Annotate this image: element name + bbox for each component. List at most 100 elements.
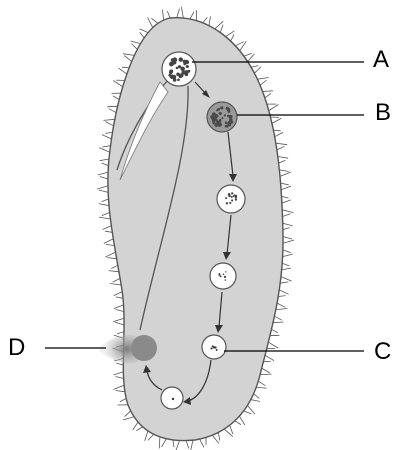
food-particle [225, 271, 226, 272]
cilium [133, 422, 138, 430]
cilium [276, 309, 288, 310]
food-particle [235, 198, 237, 200]
cilium [263, 91, 273, 92]
cilium [123, 417, 134, 420]
cilium [105, 231, 112, 232]
cilium [116, 310, 124, 312]
food-particle [216, 109, 218, 111]
cilium [244, 53, 252, 56]
cilium [102, 163, 109, 166]
food-particle [219, 275, 221, 277]
cilium [281, 186, 291, 190]
food-particle [169, 62, 174, 67]
food-particle [231, 192, 233, 194]
food-particle [179, 58, 182, 61]
cilium [106, 244, 114, 245]
cilium [278, 296, 285, 297]
food-particle [228, 195, 230, 197]
cilium [181, 7, 183, 18]
cilium [260, 80, 267, 85]
cilium [113, 385, 124, 389]
food-particle [214, 346, 216, 348]
food-particle [229, 115, 233, 119]
cilium [254, 394, 260, 399]
cilium [220, 25, 223, 33]
cilium [113, 81, 123, 87]
cilium [117, 332, 124, 334]
cilium [116, 297, 123, 298]
cilium [279, 160, 286, 163]
cilium [273, 130, 280, 131]
cilium [113, 318, 124, 322]
cilium [116, 377, 124, 379]
food-particle [212, 345, 214, 347]
cilium [281, 277, 292, 282]
cilium [105, 252, 115, 257]
food-particle [221, 117, 223, 119]
cilium [100, 159, 109, 161]
food-particle [183, 71, 187, 75]
cilium [279, 170, 288, 172]
food-particle [225, 279, 227, 281]
cilium [118, 68, 127, 74]
cilium [282, 210, 293, 213]
food-vacuole-a [162, 52, 196, 86]
cilium [111, 265, 118, 268]
cilium [167, 11, 170, 18]
food-particle [218, 120, 221, 123]
food-particle [226, 202, 228, 204]
label-d: D [8, 336, 25, 360]
food-particle [228, 193, 230, 195]
food-vacuole-b [207, 102, 237, 132]
food-particle [224, 276, 226, 278]
cilium [260, 374, 272, 375]
cilium [102, 146, 110, 147]
cilium [265, 94, 271, 98]
food-particle [210, 347, 212, 349]
cilium [120, 398, 126, 402]
cilium [102, 135, 112, 139]
cilium [244, 411, 252, 414]
cilium [140, 32, 145, 38]
cilium [102, 199, 109, 202]
cilium [131, 44, 137, 50]
cilium [116, 363, 123, 365]
cilium [151, 18, 158, 23]
cilium [276, 143, 287, 145]
cilium [239, 416, 244, 425]
cilium [177, 9, 180, 18]
cilium [124, 56, 131, 62]
cilium [209, 16, 211, 25]
cilium [278, 157, 288, 159]
cilium [176, 441, 180, 450]
cilium [191, 440, 193, 450]
cilium [254, 67, 261, 74]
cilium [268, 342, 278, 348]
cilium [98, 172, 108, 175]
food-particle [231, 196, 233, 198]
cilium [283, 214, 291, 217]
cilium [283, 254, 293, 257]
cilium [282, 200, 291, 203]
cilium [269, 105, 279, 111]
food-particle [225, 197, 227, 199]
cilium [104, 239, 113, 244]
cilium [256, 387, 266, 388]
cilium [251, 66, 258, 68]
food-vacuole-3 [217, 185, 245, 213]
cilium [113, 278, 121, 282]
food-particle [169, 70, 173, 74]
cilium [109, 271, 119, 272]
food-particle [183, 60, 187, 64]
cilium [114, 305, 124, 309]
cilium [265, 355, 274, 360]
cilium [275, 132, 283, 136]
food-vacuole-6 [161, 387, 183, 409]
cilium [203, 17, 208, 23]
food-particle [186, 65, 189, 68]
cilium [283, 237, 292, 240]
cilium [186, 441, 189, 449]
cilium [257, 78, 268, 80]
cilium [279, 290, 288, 294]
